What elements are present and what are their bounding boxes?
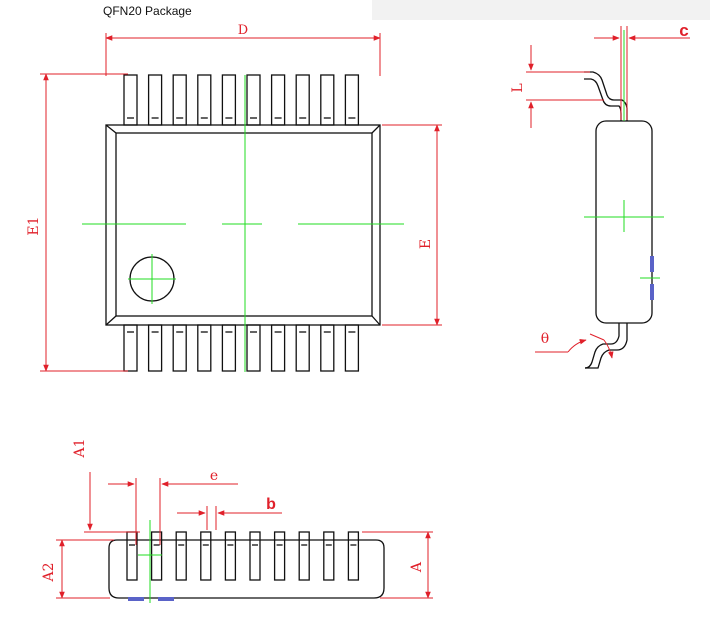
front-pin	[175, 531, 187, 581]
front-pin	[150, 531, 163, 581]
front-view-dimensions	[56, 472, 433, 599]
front-view	[108, 531, 385, 599]
label-A: A	[409, 561, 425, 573]
bottom-pin	[246, 324, 261, 372]
front-pin-row	[126, 531, 360, 581]
front-body	[108, 539, 385, 599]
top-pin	[270, 74, 286, 126]
bottom-lead	[584, 323, 620, 369]
side-view-markers	[650, 256, 654, 300]
front-pin	[347, 531, 360, 581]
top-view-dimensions	[40, 33, 442, 372]
top-pin	[147, 74, 163, 126]
top-pin	[123, 74, 138, 126]
bottom-pin	[221, 324, 237, 372]
body-outer	[105, 124, 381, 326]
label-A2: A2	[41, 562, 57, 582]
bottom-pin	[172, 324, 187, 372]
top-pin	[295, 74, 310, 126]
top-pin	[221, 74, 237, 126]
top-pin	[344, 74, 360, 126]
diagram-title: QFN20 Package	[103, 4, 192, 18]
front-view-centerlines	[138, 520, 162, 603]
front-pin	[249, 531, 261, 581]
front-pin	[298, 531, 310, 581]
side-view-centerlines	[584, 30, 664, 279]
bottom-pin	[320, 324, 335, 372]
top-gray-bar	[372, 0, 710, 20]
top-view-centerlines	[82, 75, 404, 372]
label-e: e	[210, 468, 218, 484]
label-L: L	[510, 83, 526, 92]
top-lead	[584, 71, 628, 121]
side-view	[584, 71, 653, 369]
front-view-markers	[128, 597, 174, 601]
side-view-dimensions	[526, 26, 690, 359]
front-pin	[224, 531, 237, 581]
top-view	[105, 74, 381, 372]
label-E1: E1	[26, 216, 42, 235]
front-pin	[273, 531, 286, 581]
top-pin	[320, 74, 335, 126]
label-theta: θ	[541, 331, 549, 347]
top-pin	[172, 74, 187, 126]
top-pin	[246, 74, 261, 126]
bottom-pin	[123, 324, 138, 372]
label-b: b	[266, 496, 276, 513]
bottom-pin-row	[123, 324, 360, 372]
top-pin	[197, 74, 212, 126]
label-c: c	[679, 21, 688, 40]
bottom-pin	[197, 324, 212, 372]
front-pin	[200, 531, 212, 581]
label-D: D	[238, 23, 248, 38]
bottom-pin	[270, 324, 286, 372]
label-E: E	[418, 239, 434, 249]
bottom-pin	[147, 324, 163, 372]
front-pin	[323, 531, 335, 581]
top-pin-row	[123, 74, 360, 126]
bottom-pin	[344, 324, 360, 372]
label-A1: A1	[72, 438, 88, 458]
bottom-pin	[295, 324, 310, 372]
